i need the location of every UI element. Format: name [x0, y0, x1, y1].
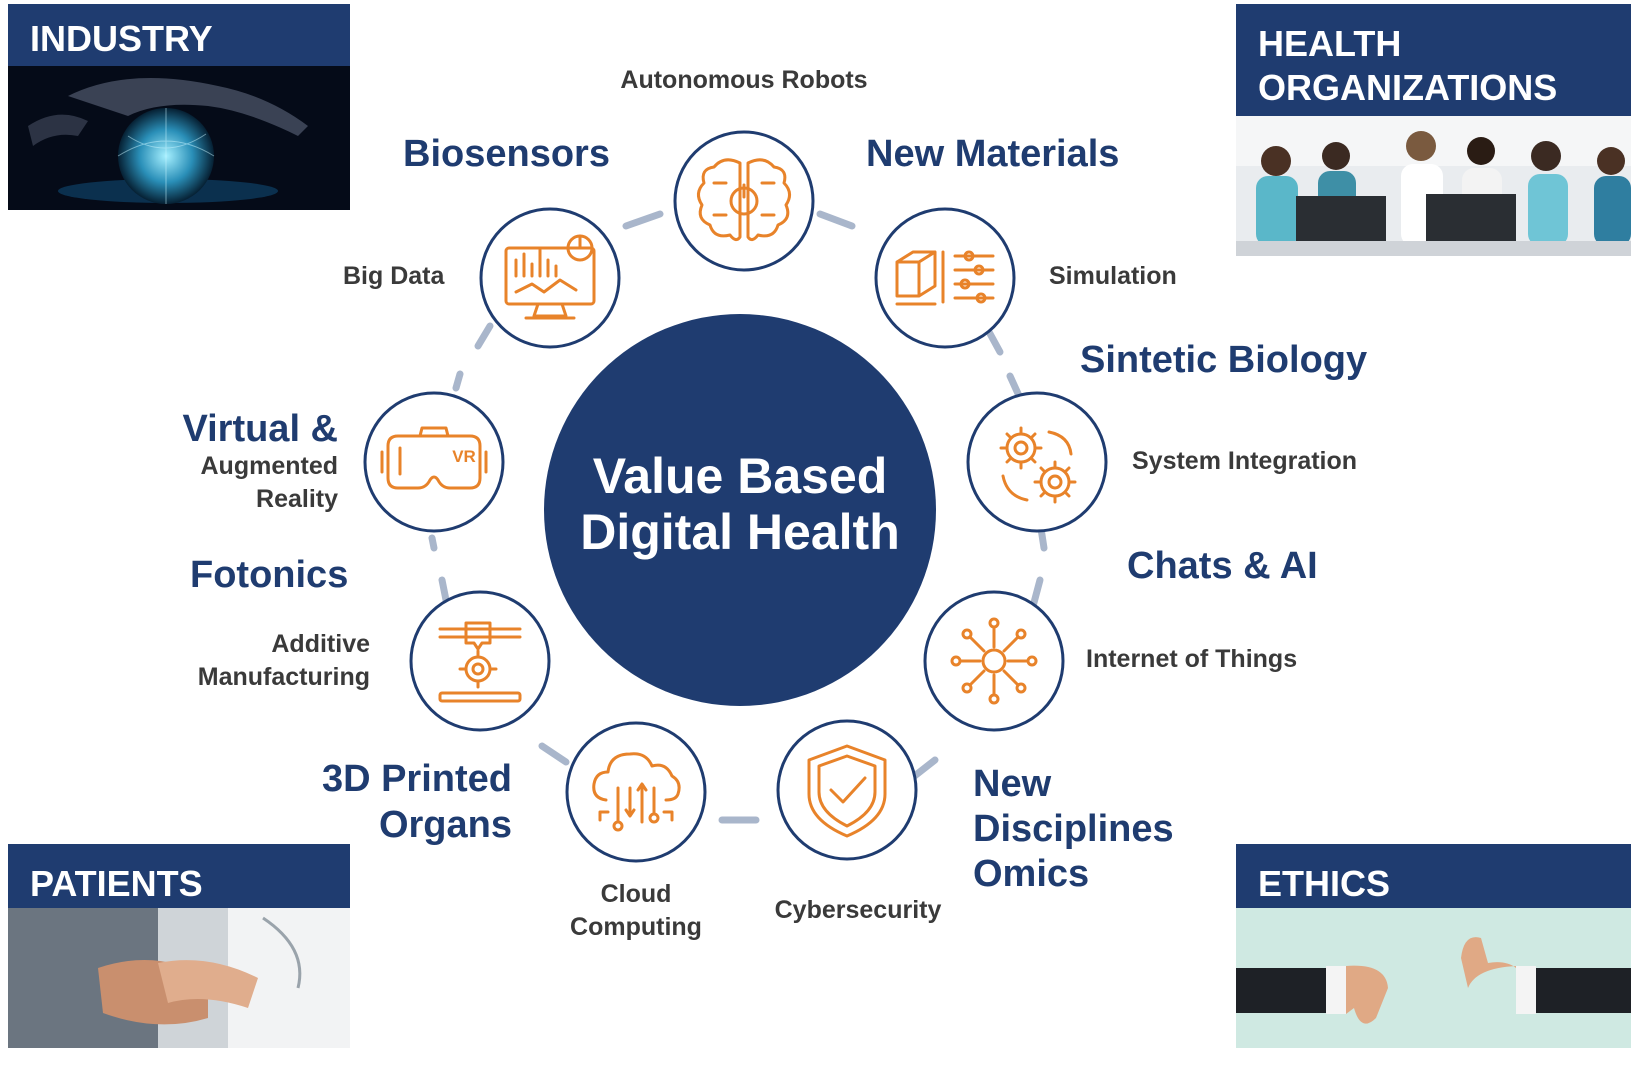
vr-headset-icon — [380, 426, 488, 490]
ethics-title: ETHICS — [1236, 844, 1631, 908]
ethics-photo — [1236, 908, 1631, 1048]
industry-photo — [8, 66, 350, 210]
label-autonomous-robots: Autonomous Robots — [620, 66, 868, 94]
label-new-materials: New Materials — [866, 133, 1120, 175]
label-virtual-line2: Augmented — [200, 451, 339, 480]
label-biosensors: Biosensors — [403, 133, 610, 175]
label-additive-manufacturing: Additive Manufacturing — [170, 628, 370, 694]
node-autonomous-robots — [673, 130, 815, 272]
center-title-line1: Value Based — [593, 448, 888, 504]
patients-title: PATIENTS — [8, 844, 350, 908]
label-3d-printed-line2: Organs — [378, 804, 512, 847]
analytics-monitor-icon — [504, 234, 596, 320]
node-big-data — [479, 207, 621, 349]
cube-sliders-icon — [895, 250, 995, 306]
node-cybersecurity — [776, 719, 918, 861]
node-simulation — [874, 207, 1016, 349]
health-organizations-photo — [1236, 116, 1631, 256]
node-system-integration — [966, 391, 1108, 533]
label-cloud-line1: Cloud — [600, 880, 672, 908]
label-new-disciplines-line3: Omics — [973, 852, 1090, 895]
brain-icon — [697, 158, 791, 242]
patients-photo — [8, 908, 350, 1048]
health-title-line1: HEALTH — [1258, 23, 1402, 64]
center-circle — [544, 314, 936, 706]
network-hub-icon — [950, 617, 1038, 705]
label-cybersecurity: Cybersecurity — [774, 896, 942, 924]
label-new-disciplines-line2: Disciplines — [973, 807, 1174, 850]
label-additive-line1: Additive — [271, 630, 370, 658]
label-cloud-computing: Cloud Computing — [546, 878, 726, 944]
health-organizations-panel: HEALTH ORGANIZATIONS — [1236, 4, 1631, 256]
health-title-line2: ORGANIZATIONS — [1258, 67, 1558, 108]
label-virtual-augmented-reality: Virtual & Augmented Reality — [120, 408, 339, 516]
ethics-panel: ETHICS — [1236, 844, 1631, 1048]
label-chats-ai: Chats & AI — [1127, 545, 1318, 587]
node-circles — [363, 130, 1108, 863]
gears-icon — [999, 426, 1077, 504]
node-internet-of-things — [923, 590, 1065, 732]
cloud-circuit-icon — [592, 752, 681, 832]
health-organizations-title: HEALTH ORGANIZATIONS — [1236, 4, 1631, 116]
label-internet-of-things: Internet of Things — [1086, 645, 1298, 673]
label-virtual-line1: Virtual & — [182, 408, 338, 450]
label-simulation: Simulation — [1049, 262, 1177, 290]
label-new-disciplines: New Disciplines Omics — [973, 762, 1174, 896]
vr-icon-text: VR — [452, 447, 476, 466]
label-system-integration: System Integration — [1132, 447, 1358, 475]
industry-title: INDUSTRY — [8, 4, 350, 66]
label-sintetic-biology: Sintetic Biology — [1080, 339, 1368, 381]
label-3d-printed-organs: 3D Printed Organs — [250, 756, 512, 849]
label-big-data: Big Data — [343, 262, 445, 290]
industry-panel: INDUSTRY — [8, 4, 350, 210]
node-virtual-reality — [363, 391, 505, 533]
node-cloud-computing — [565, 721, 707, 863]
label-fotonics: Fotonics — [190, 554, 349, 596]
label-cloud-line2: Computing — [570, 913, 702, 941]
center-title-line2: Digital Health — [580, 504, 899, 560]
ring-connectors — [428, 210, 1048, 824]
patients-panel: PATIENTS — [8, 844, 350, 1048]
label-new-disciplines-line1: New — [973, 763, 1052, 805]
label-virtual-line3: Reality — [256, 484, 338, 513]
shield-check-icon — [807, 744, 887, 838]
label-3d-printed-line1: 3D Printed — [321, 758, 512, 800]
3d-printer-icon — [438, 621, 522, 703]
label-additive-line2: Manufacturing — [197, 663, 370, 691]
node-additive-manufacturing — [409, 590, 551, 732]
